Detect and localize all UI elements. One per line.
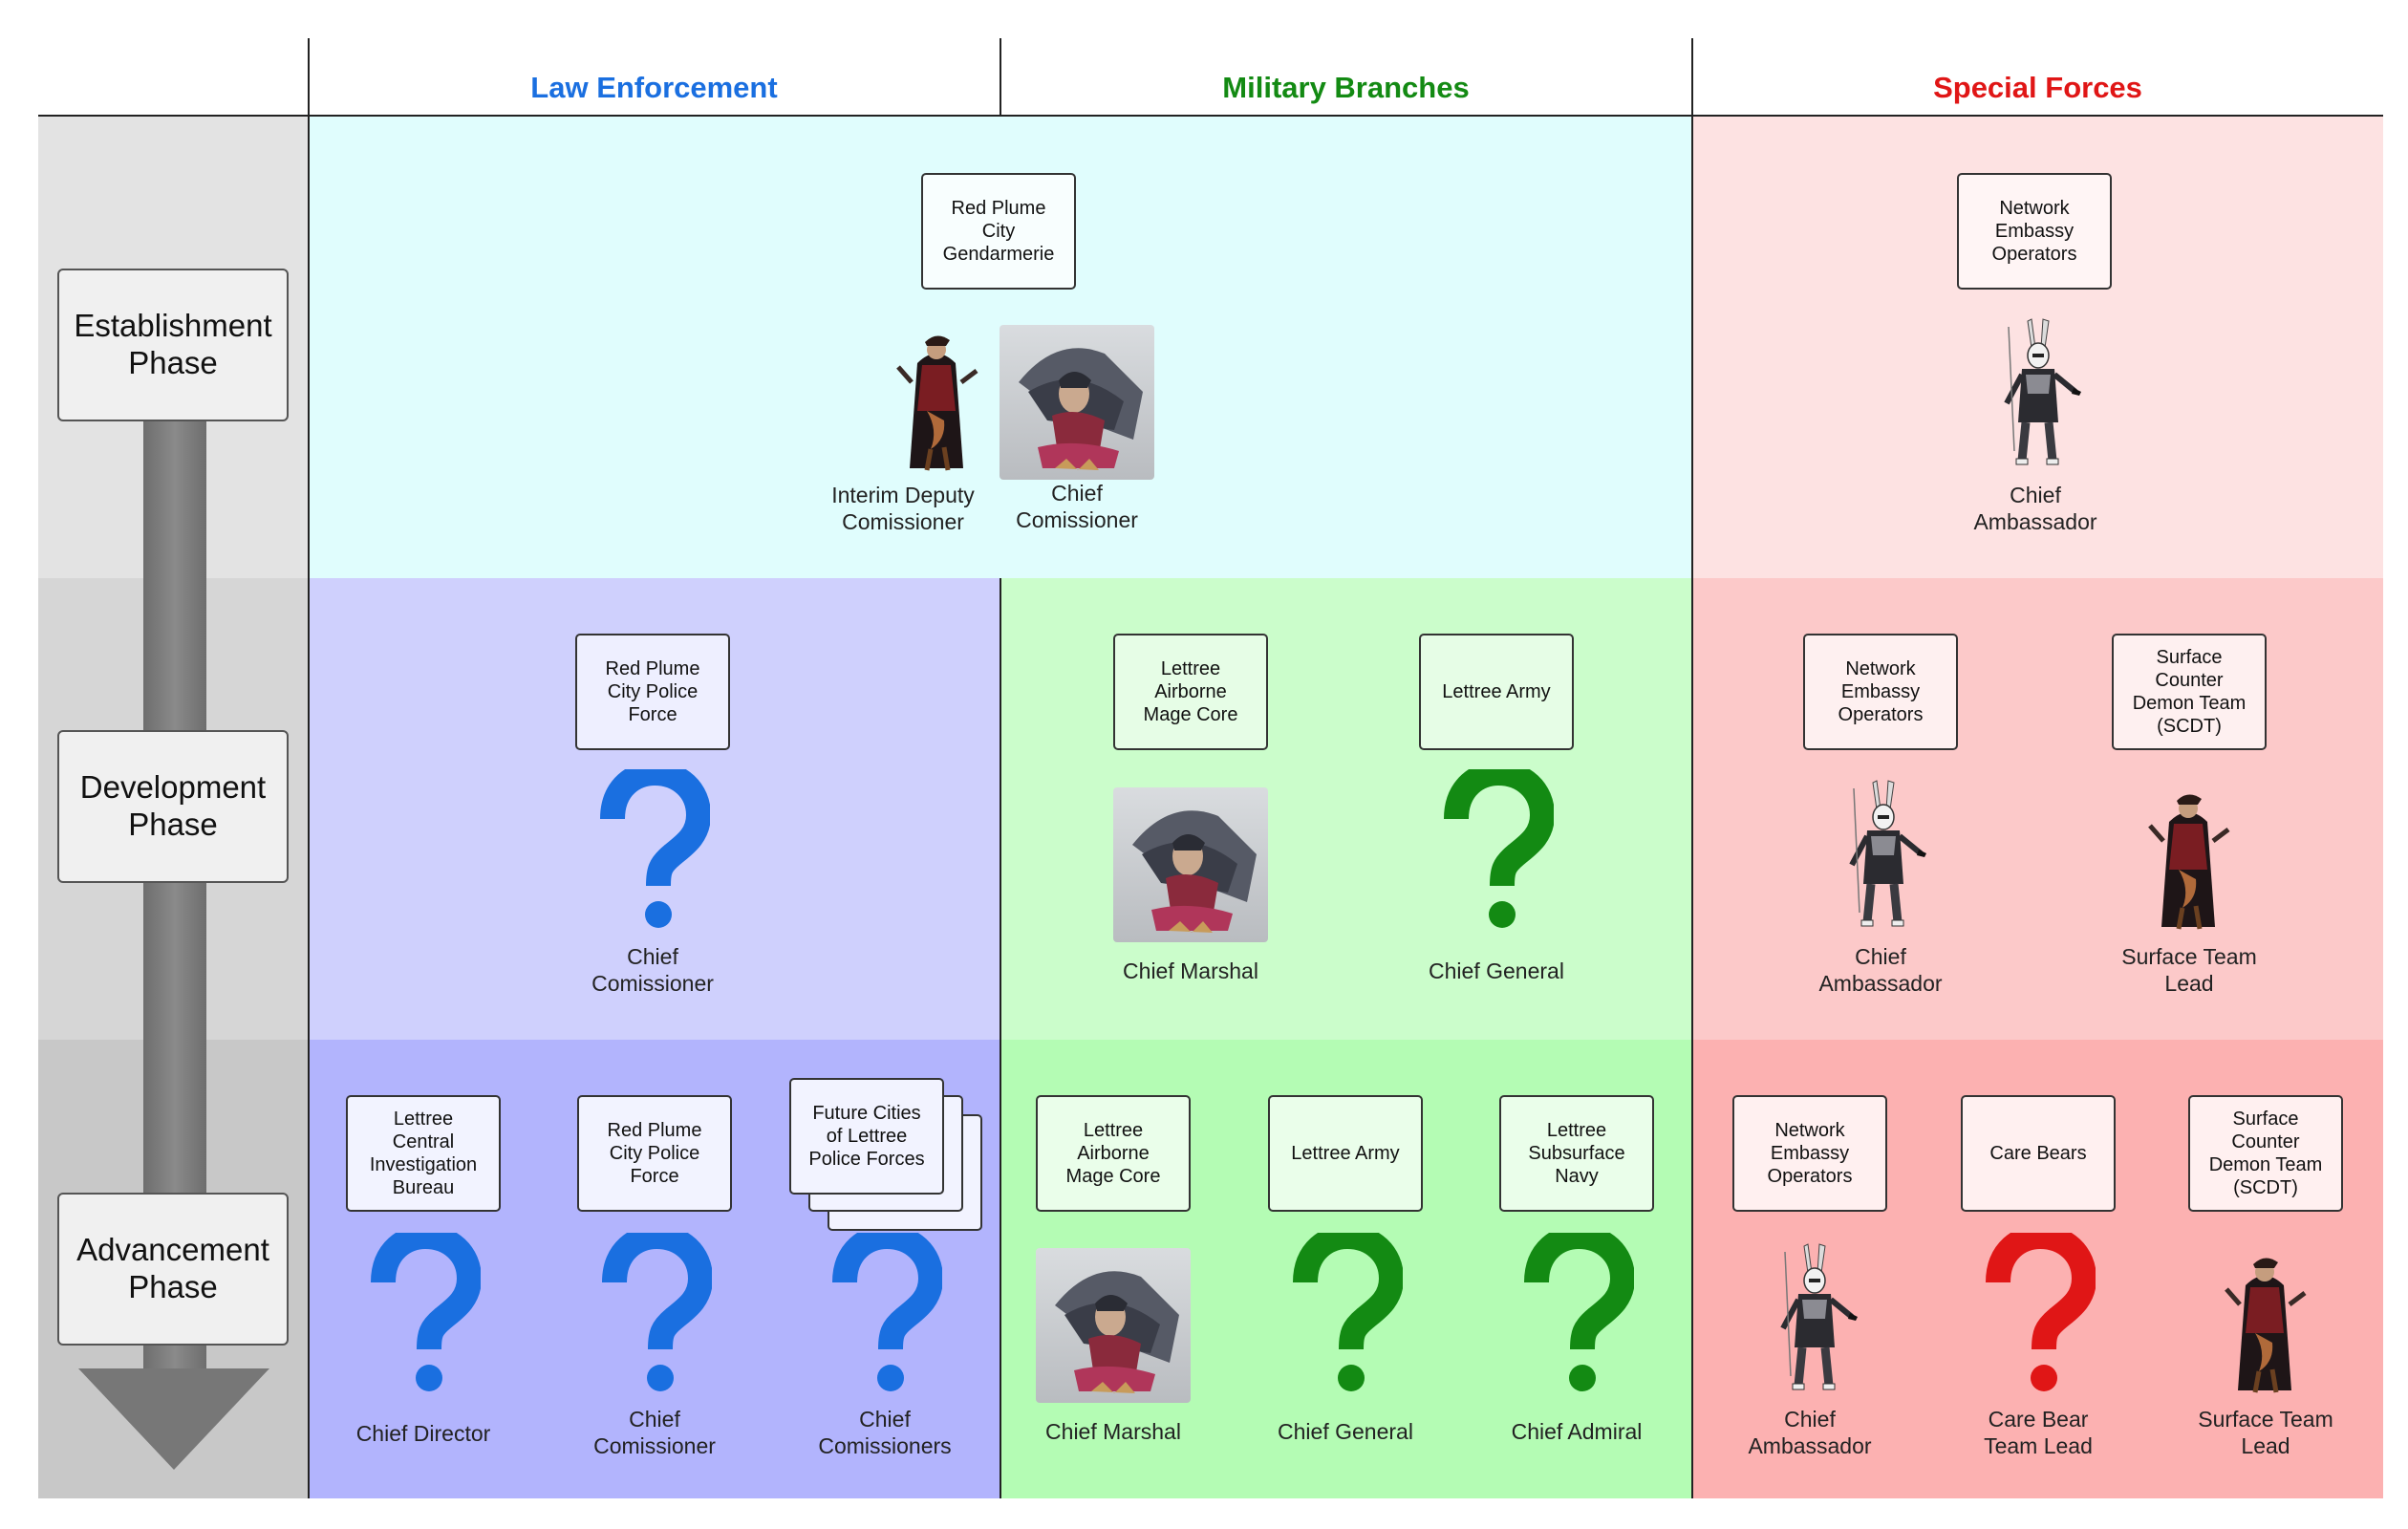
question-mark-icon [602,1233,712,1391]
card-scdt-development: Surface Counter Demon Team (SCDT) [2112,634,2267,750]
surface-team-lead-figure-advancement [2217,1247,2312,1400]
label-chief-ambassador-development: Chief Ambassador [1818,944,1943,996]
card-lettree-army-development: Lettree Army [1419,634,1574,750]
question-mark-icon [832,1233,942,1391]
question-mark-icon [1986,1233,2096,1391]
card-red-plume-city-police-force-development: Red Plume City Police Force [575,634,730,750]
divider-military-special [1691,38,1693,1498]
card-red-plume-city-police-force-advancement: Red Plume City Police Force [577,1095,732,1212]
question-mark-icon [1293,1233,1403,1391]
question-mark-icon [600,769,710,928]
label-chief-marshal-development: Chief Marshal [1123,958,1258,983]
card-red-plume-city-gendarmerie: Red Plume City Gendarmerie [921,173,1076,290]
column-header-law-enforcement: Law Enforcement [530,71,778,104]
label-chief-admiral: Chief Admiral [1511,1419,1643,1444]
label-chief-general-advancement: Chief General [1278,1419,1413,1444]
column-header-special-forces: Special Forces [1933,71,2142,104]
chief-comissioner-portrait [1000,325,1154,480]
divider-phase [308,38,310,1498]
divider-law-military [1000,578,1001,1498]
label-chief-comissioners: Chief Comissioners [818,1407,952,1458]
chief-ambassador-figure-establishment [1988,308,2083,480]
card-lettree-airborne-mage-core-advancement: Lettree Airborne Mage Core [1036,1095,1191,1212]
chief-ambassador-figure-advancement [1764,1233,1860,1405]
question-mark-icon [1444,769,1554,928]
card-lettree-subsurface-navy: Lettree Subsurface Navy [1499,1095,1654,1212]
interim-deputy-figure [889,325,984,478]
surface-team-lead-figure-development [2140,784,2236,937]
label-chief-director: Chief Director [355,1421,491,1446]
card-network-embassy-operators-advancement: Network Embassy Operators [1732,1095,1887,1212]
label-surface-team-lead-development: Surface Team Lead [2121,944,2257,996]
phase-arrow-head [78,1368,269,1470]
label-chief-comissioner-establishment: Chief Comissioner [1016,481,1138,532]
divider-law-military-header [1000,38,1001,117]
card-network-embassy-operators-establishment: Network Embassy Operators [1957,173,2112,290]
label-chief-comissioner-advancement: Chief Comissioner [593,1407,716,1458]
column-header-military-branches: Military Branches [1222,71,1470,104]
card-care-bears: Care Bears [1961,1095,2116,1212]
question-mark-icon [371,1233,481,1391]
chief-marshal-portrait-advancement [1036,1248,1191,1403]
chief-ambassador-figure-development [1833,769,1928,941]
card-network-embassy-operators-development: Network Embassy Operators [1803,634,1958,750]
phase-box-establishment: Establishment Phase [57,269,289,421]
phase-box-advancement: Advancement Phase [57,1193,289,1346]
card-lettree-central-investigation-bureau: Lettree Central Investigation Bureau [346,1095,501,1212]
chief-marshal-portrait-development [1113,787,1268,942]
label-chief-marshal-advancement: Chief Marshal [1045,1419,1181,1444]
header-divider [38,115,2383,117]
label-chief-comissioner-development: Chief Comissioner [591,944,714,996]
card-lettree-airborne-mage-core-development: Lettree Airborne Mage Core [1113,634,1268,750]
card-scdt-advancement: Surface Counter Demon Team (SCDT) [2188,1095,2343,1212]
label-chief-general-development: Chief General [1429,958,1564,983]
card-lettree-army-advancement: Lettree Army [1268,1095,1423,1212]
label-chief-ambassador-advancement: Chief Ambassador [1748,1407,1872,1458]
label-chief-ambassador-establishment: Chief Ambassador [1973,483,2097,534]
label-surface-team-lead-advancement: Surface Team Lead [2198,1407,2333,1458]
label-care-bear-team-lead: Care Bear Team Lead [1984,1407,2093,1458]
question-mark-icon [1524,1233,1634,1391]
label-interim-deputy-comissioner: Interim Deputy Comissioner [831,483,975,534]
card-future-cities-police-forces: Future Cities of Lettree Police Forces [789,1078,944,1195]
phase-box-development: Development Phase [57,730,289,883]
